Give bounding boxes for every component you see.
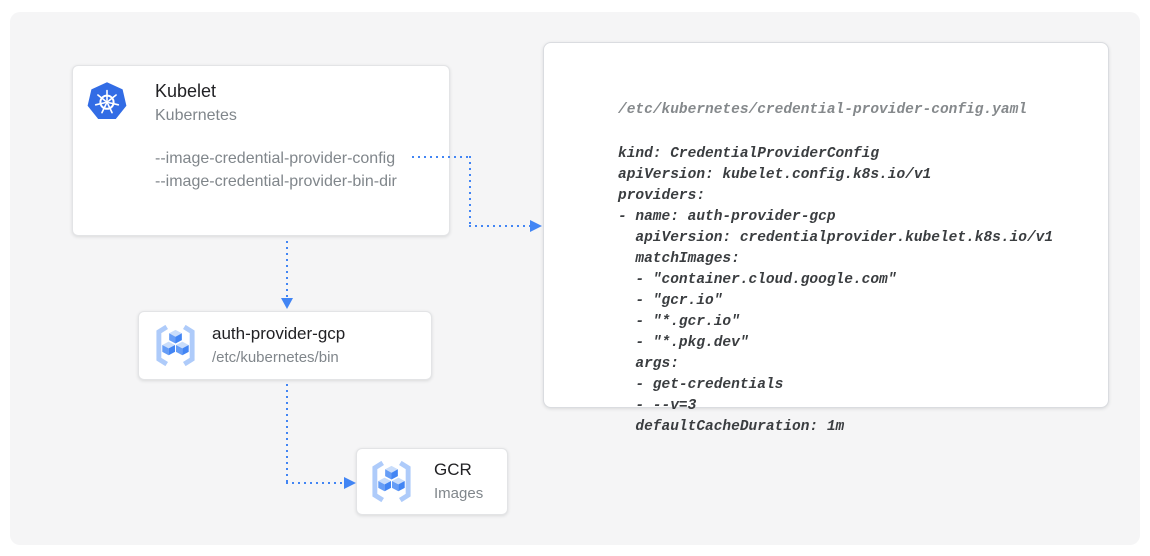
kubelet-title: Kubelet xyxy=(155,81,217,101)
gcr-card: GCR Images xyxy=(356,448,508,515)
arrow-auth-to-gcr-seg2 xyxy=(286,482,344,484)
gcr-subtitle: Images xyxy=(434,485,484,502)
kubelet-subtitle: Kubernetes xyxy=(155,107,237,124)
arrow-kubelet-to-auth-seg xyxy=(286,241,288,298)
auth-provider-path: /etc/kubernetes/bin xyxy=(212,349,339,366)
auth-provider-gcp-card: auth-provider-gcp /etc/kubernetes/bin xyxy=(138,311,432,380)
arrow-config-to-yaml-seg3 xyxy=(469,225,530,227)
credential-provider-config-card: /etc/kubernetes/credential-provider-conf… xyxy=(543,42,1109,435)
arrow-config-to-yaml-head xyxy=(530,219,542,232)
arrow-auth-to-gcr-seg1 xyxy=(286,384,288,482)
gcr-cubes-icon xyxy=(152,323,199,368)
kubelet-flag-config: --image-credential-provider-config xyxy=(155,150,396,167)
gcr-cubes-icon xyxy=(368,459,415,504)
kubelet-flag-bin-dir: --image-credential-provider-bin-dir xyxy=(155,173,397,190)
arrow-config-to-yaml-seg1 xyxy=(412,156,470,158)
yaml-filename: /etc/kubernetes/credential-provider-conf… xyxy=(618,102,1027,118)
arrow-config-to-yaml-seg2 xyxy=(469,156,471,226)
arrow-auth-to-gcr-head xyxy=(344,476,356,489)
arrow-kubelet-to-auth-head xyxy=(280,298,293,309)
gcr-title: GCR xyxy=(434,460,472,479)
kubernetes-icon xyxy=(87,81,127,121)
yaml-code: kind: CredentialProviderConfig apiVersio… xyxy=(618,146,1054,435)
kubelet-flags: --image-credential-provider-config --ima… xyxy=(155,147,397,193)
kubelet-card: Kubelet Kubernetes --image-credential-pr… xyxy=(72,65,450,236)
auth-provider-title: auth-provider-gcp xyxy=(212,324,346,343)
